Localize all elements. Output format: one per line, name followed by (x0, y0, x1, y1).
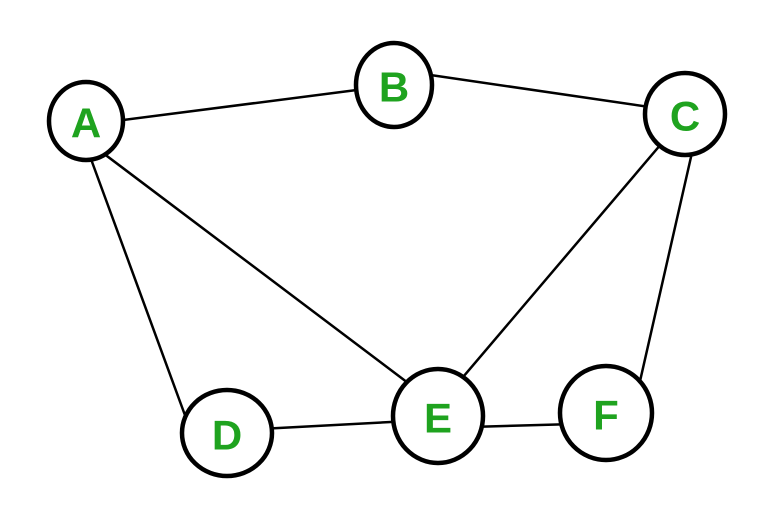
node-C-label: C (670, 93, 700, 140)
node-E-label: E (424, 395, 452, 442)
edge-A-B (98, 85, 382, 125)
edge-C-E (450, 128, 675, 392)
node-C (642, 70, 728, 158)
node-E (390, 366, 486, 466)
node-F-label: F (593, 392, 619, 439)
edge-E-F (468, 422, 577, 429)
node-A (46, 79, 126, 163)
edge-A-D (82, 138, 188, 420)
edge-C-F (636, 133, 698, 392)
node-D (179, 387, 275, 479)
node-A-label: A (71, 100, 101, 147)
edge-A-E (93, 145, 422, 394)
node-B-label: B (379, 64, 409, 111)
edge-B-C (408, 70, 672, 112)
node-B (353, 40, 435, 130)
node-F (557, 363, 655, 463)
node-D-label: D (212, 412, 242, 459)
edge-D-E (258, 419, 412, 431)
